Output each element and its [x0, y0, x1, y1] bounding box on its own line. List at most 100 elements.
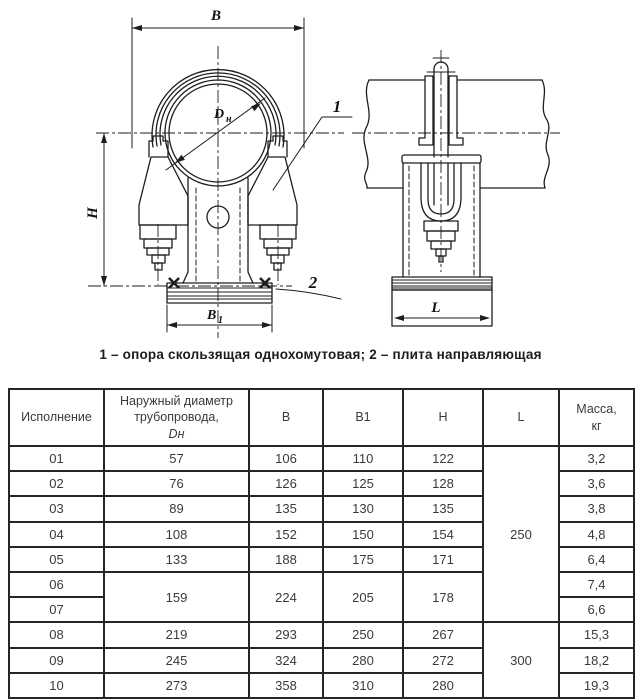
table-cell: 01: [8, 444, 105, 473]
column-header: L: [482, 388, 560, 447]
center-post: [182, 177, 254, 284]
pipe-break-left: [363, 79, 370, 189]
table-cell: 126: [248, 470, 324, 498]
support-column: [401, 154, 482, 278]
table-cell: 154: [402, 520, 484, 548]
table-cell: 19,3: [558, 671, 635, 700]
guide-plate: [391, 289, 493, 327]
table-cell: 293: [248, 621, 324, 649]
table-cell: 280: [322, 646, 404, 674]
table-cell: 245: [103, 646, 250, 674]
dimension-dn: D н: [165, 97, 266, 171]
weld-mark-left: [168, 277, 180, 289]
table-cell: 152: [248, 520, 324, 548]
column-header: В: [248, 388, 324, 447]
side-view: L: [352, 50, 560, 327]
wing-right: [247, 156, 298, 226]
dimension-l: L: [394, 300, 490, 321]
table-cell: 3,2: [558, 444, 635, 473]
table-cell: 150: [322, 520, 404, 548]
dim-b-label: B: [210, 8, 221, 24]
table-cell: 10: [8, 671, 105, 700]
u-bolt-rod: [426, 57, 456, 206]
table-cell: 188: [248, 545, 324, 573]
table-cell: 175: [322, 545, 404, 573]
table-cell: 122: [402, 444, 484, 473]
table-cell: 6,4: [558, 545, 635, 573]
table-cell: 15,3: [558, 621, 635, 649]
column-header: Н: [402, 388, 484, 447]
table-cell: 05: [8, 545, 105, 573]
bolt-right: [259, 224, 297, 271]
dim-b1-label: B: [206, 308, 216, 323]
table-cell: 4,8: [558, 520, 635, 548]
table-cell: 133: [103, 545, 250, 573]
table-cell: 125: [322, 470, 404, 498]
dimension-h: H: [85, 132, 107, 287]
table-cell: 06: [8, 570, 105, 599]
rod-guide-right: [448, 75, 464, 146]
pipe-side: [363, 79, 550, 189]
table-cell: 159: [103, 570, 250, 624]
base-plate-side: [391, 276, 493, 327]
technical-drawing: B D н: [85, 8, 560, 338]
table-cell: 7,4: [558, 570, 635, 599]
pipe-break-right: [541, 79, 550, 189]
table-cell: 106: [248, 444, 324, 473]
dim-b1-sub: 1: [218, 315, 223, 326]
table-cell: 6,6: [558, 596, 635, 624]
table-cell: 110: [322, 444, 404, 473]
column-header-line: Наружный диаметр: [120, 394, 233, 409]
table-cell: 267: [402, 621, 484, 649]
table-cell: 3,8: [558, 495, 635, 523]
figure-caption: 1 – опора скользящая однохомутовая; 2 – …: [99, 347, 542, 362]
table-cell: 09: [8, 646, 105, 674]
column-header-symbol: Dн: [168, 426, 185, 441]
base-plate-front: [166, 277, 273, 304]
column-header-line: Н: [438, 410, 448, 425]
pipe-inner-circle: [168, 83, 268, 183]
table-cell: 02: [8, 470, 105, 498]
table-cell: 171: [402, 545, 484, 573]
table-cell: 108: [103, 520, 250, 548]
table-cell: 250: [482, 444, 560, 624]
table-cell: 272: [402, 646, 484, 674]
callout-1: 1: [272, 97, 353, 191]
column-header: Масса,кг: [558, 388, 635, 447]
dim-dn-label: D: [213, 107, 224, 122]
table-cell: 300: [482, 621, 560, 699]
column-header: Исполнение: [8, 388, 105, 447]
table-cell: 89: [103, 495, 250, 523]
column-header-line: Масса,: [576, 402, 617, 417]
table-cell: 324: [248, 646, 324, 674]
clamp-lug-right: [267, 135, 288, 158]
column-header-line: L: [517, 410, 525, 425]
weld-mark-right: [259, 277, 271, 289]
clamp-band: [151, 68, 285, 148]
table-cell: 07: [8, 596, 105, 624]
column-header-line: трубопровода,: [134, 410, 219, 425]
callout-2-label: 2: [308, 273, 318, 292]
table-cell: 310: [322, 671, 404, 700]
dim-l-label: L: [430, 300, 440, 316]
column-header-line: В: [281, 410, 291, 425]
table-cell: 135: [402, 495, 484, 523]
table-cell: 130: [322, 495, 404, 523]
table-cell: 57: [103, 444, 250, 473]
nut-stack: [423, 220, 459, 263]
pipe-outer-circle: [164, 79, 272, 187]
callout-2: 2: [275, 273, 342, 300]
table-cell: 08: [8, 621, 105, 649]
